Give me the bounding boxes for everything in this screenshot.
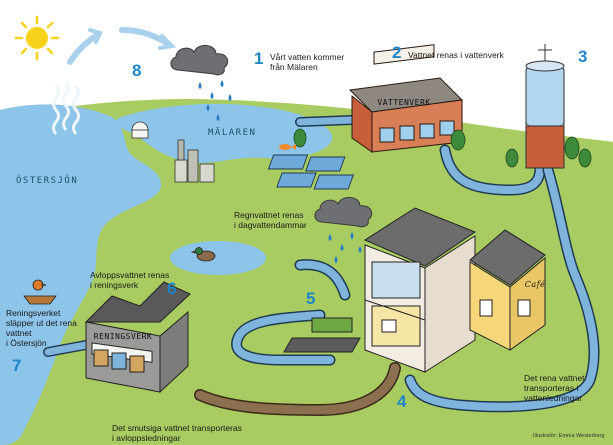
duck-icon: [190, 247, 216, 262]
storm-drain: [283, 317, 361, 353]
step-5-number: 5: [306, 289, 316, 308]
vattenverk-building: [348, 44, 464, 153]
step-4-caption: Det rena vattnet transporteras i vattenl…: [524, 373, 585, 403]
step-3-number: 3: [578, 47, 588, 66]
water-basins: [267, 154, 354, 190]
city-buildings: [131, 121, 215, 183]
step-2-number: 2: [392, 43, 402, 62]
step-2-caption: Vattnet renas i vattenverk: [408, 50, 504, 60]
water-tower-icon: [525, 44, 565, 169]
cafe-house: [469, 229, 546, 351]
malaren-label: MÄLAREN: [208, 128, 257, 138]
tree-icon: [293, 128, 592, 168]
sewage-caption: Det smutsiga vattnet transporteras i avl…: [112, 423, 242, 443]
dagvatten-pond: [170, 241, 266, 275]
ostersjon-sea: [0, 104, 161, 445]
bird-icon: [23, 279, 57, 305]
sun-icon: [14, 15, 60, 61]
cafe-sign: Café: [524, 280, 546, 289]
vattenverk-sign: VATTENVERK: [377, 98, 431, 107]
ostersjon-label: ÖSTERSJÖN: [16, 176, 79, 186]
step-7-number: 7: [12, 356, 22, 375]
rainwater-caption: Regnvattnet renas i dagvattendammar: [234, 210, 307, 230]
step-6-number: 6: [167, 279, 177, 298]
step-7-caption: Reningsverket släpper ut det rena vattne…: [6, 308, 77, 348]
house-main: [363, 207, 477, 373]
step-6-caption: Avloppsvattnet renas i reningsverk: [90, 270, 170, 290]
rain-icon: [198, 80, 232, 121]
cloud-icon: [170, 45, 229, 76]
step-4-number: 4: [397, 392, 407, 411]
fish-icon: [279, 144, 296, 150]
rain-icon-2: [328, 232, 362, 263]
step-1-number: 1: [254, 49, 264, 68]
step-8-number: 8: [132, 61, 142, 80]
clean-water-pipes: [43, 115, 600, 413]
illustrator-credit: Illustratör: Emma Westerberg: [533, 433, 605, 439]
cycle-arrows: [67, 27, 177, 65]
evaporation-icon: [52, 81, 80, 135]
reningsverk-sign: RENINGSVERK: [93, 332, 153, 341]
malaren-lake: [116, 103, 333, 163]
step-1-caption: Vårt vatten kommer från Mälaren: [270, 52, 345, 72]
cloud-icon-2: [314, 197, 373, 228]
sewage-pipe: [194, 362, 401, 417]
reningsverk-building: [84, 281, 191, 394]
